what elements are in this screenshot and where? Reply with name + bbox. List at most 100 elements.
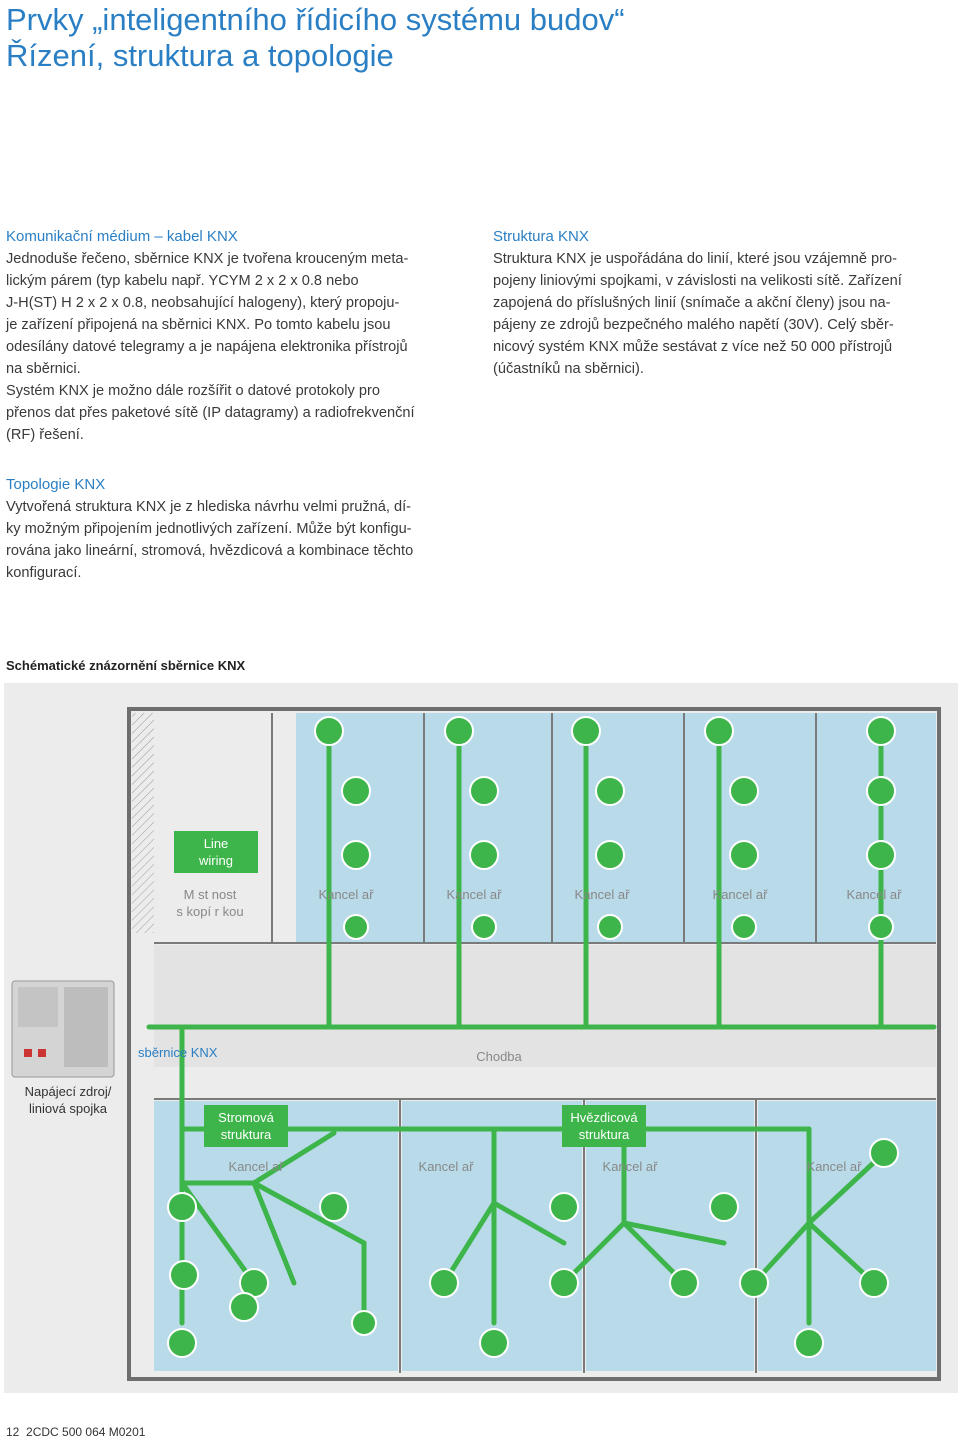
text-line: pájeny ze zdrojů bezpečného malého napět…: [493, 317, 894, 333]
light-bulb-icon: [341, 776, 371, 806]
tree-structure-label: Stromová: [218, 1110, 274, 1125]
knx-power-supply-device: [11, 980, 115, 1078]
text-line: přenos dat přes paketové sítě (IP datagr…: [6, 405, 415, 421]
text-line: na sběrnici.: [6, 361, 81, 377]
radiator-icon: [597, 914, 623, 940]
text-line: Jednoduše řečeno, sběrnice KNX je tvořen…: [6, 251, 409, 267]
room-office-upper-1: [296, 713, 424, 943]
fan-icon: [319, 1192, 349, 1222]
text-line: odesílány datové telegramy a je napájena…: [6, 339, 408, 355]
section-knx-structure: Struktura KNX Struktura KNX je uspořádán…: [493, 226, 955, 380]
building-walls: [127, 707, 941, 1381]
light-bulb-icon: [859, 1268, 889, 1298]
room-office-upper-5: [816, 713, 936, 943]
copy-room-label: M st nost: [184, 887, 237, 902]
light-bulb-icon: [469, 776, 499, 806]
fan-icon: [595, 840, 625, 870]
section-heading: Struktura KNX: [493, 228, 589, 245]
corridor-floor: [154, 945, 936, 1067]
fan-icon: [866, 840, 896, 870]
fan-icon: [167, 1192, 197, 1222]
section-knx-topology: Topologie KNX Vytvořená struktura KNX je…: [6, 474, 480, 584]
star-structure-label: Hvězdicová: [570, 1110, 638, 1125]
text-line: pojeny liniovými spojkami, v závislosti …: [493, 273, 902, 289]
office-label: Kancel ař: [603, 1159, 659, 1174]
power-supply-label: Napájecí zdroj/: [25, 1084, 112, 1099]
room-office-lower-4: [758, 1101, 936, 1371]
text-line: J-H(ST) H 2 x 2 x 0.8, neobsahující halo…: [6, 295, 400, 311]
text-line: Struktura KNX je uspořádána do linií, kt…: [493, 251, 897, 267]
page-footer: 12 2CDC 500 064 M0201: [6, 1425, 145, 1439]
blind-actuator-icon: [866, 716, 896, 746]
fan-icon: [739, 1268, 769, 1298]
knx-bus-label: sběrnice KNX: [138, 1045, 218, 1060]
blind-actuator-icon: [704, 716, 734, 746]
star-structure-label-box: [562, 1105, 646, 1147]
line-wiring-label: wiring: [198, 853, 233, 868]
blind-actuator-icon: [167, 1328, 197, 1358]
fan-icon: [549, 1268, 579, 1298]
office-label: Kancel ař: [575, 887, 631, 902]
fan-icon: [429, 1268, 459, 1298]
radiator-icon: [471, 914, 497, 940]
star-structure-label: struktura: [579, 1127, 630, 1142]
text-line: ky možným připojením jednotlivých zaříze…: [6, 521, 412, 537]
fan-icon: [549, 1192, 579, 1222]
room-office-upper-2: [424, 713, 552, 943]
tree-and-star-wiring: [179, 1024, 887, 1326]
fan-icon: [709, 1192, 739, 1222]
light-bulb-icon: [169, 1260, 199, 1290]
text-line: nicový systém KNX může sestávat z více n…: [493, 339, 893, 355]
text-line: rována jako lineární, stromová, hvězdico…: [6, 543, 414, 559]
text-line: Vytvořená struktura KNX je z hlediska ná…: [6, 499, 412, 515]
radiator-icon: [731, 914, 757, 940]
office-label: Kancel ař: [447, 887, 503, 902]
tree-structure-label: struktura: [221, 1127, 272, 1142]
office-label: Kancel ař: [229, 1159, 285, 1174]
text-line: Systém KNX je možno dále rozšířit o dato…: [6, 383, 380, 399]
line-wiring-label-box: [174, 831, 258, 873]
radiator-icon: [868, 914, 894, 940]
text-line: (RF) řešení.: [6, 427, 84, 443]
blind-actuator-icon: [444, 716, 474, 746]
radiator-icon: [351, 1310, 377, 1336]
light-bulb-icon: [869, 1138, 899, 1168]
page-number: 12: [6, 1425, 20, 1439]
office-label: Kancel ař: [713, 887, 769, 902]
section-heading: Topologie KNX: [6, 476, 106, 493]
blind-actuator-icon: [571, 716, 601, 746]
light-bulb-icon: [866, 776, 896, 806]
line-wiring-label: Line: [204, 836, 229, 851]
section-communication-medium: Komunikační médium – kabel KNX Jednoduše…: [6, 226, 480, 446]
copy-room-label: s kopí r kou: [176, 904, 243, 919]
fan-icon: [341, 840, 371, 870]
office-label: Kancel ař: [319, 887, 375, 902]
light-bulb-icon: [595, 776, 625, 806]
page-title: Prvky „inteligentního řídicího systému b…: [6, 2, 625, 37]
corridor-label: Chodba: [476, 1049, 522, 1064]
office-label: Kancel ař: [807, 1159, 863, 1174]
room-office-upper-4: [684, 713, 816, 943]
device-icons: [167, 716, 899, 1358]
light-bulb-icon: [229, 1292, 259, 1322]
blind-actuator-icon: [794, 1328, 824, 1358]
figure-caption: Schématické znázornění sběrnice KNX: [6, 658, 246, 673]
room-office-upper-3: [552, 713, 684, 943]
fan-icon: [729, 840, 759, 870]
text-line: konfigurací.: [6, 565, 82, 581]
tree-structure-label-box: [204, 1105, 288, 1147]
office-label: Kancel ař: [419, 1159, 475, 1174]
upper-partition-walls: [154, 713, 936, 944]
text-line: zapojená do příslušných linií (snímače a…: [493, 295, 891, 311]
document-code: 2CDC 500 064 M0201: [26, 1425, 146, 1439]
line-wiring: [146, 720, 937, 1030]
blind-actuator-icon: [479, 1328, 509, 1358]
office-label: Kancel ař: [847, 887, 903, 902]
text-line: (účastníků na sběrnici).: [493, 361, 644, 377]
wall-hatch: [132, 713, 154, 933]
fan-icon: [469, 840, 499, 870]
text-line: lickým párem (typ kabelu např. YCYM 2 x …: [6, 273, 359, 289]
section-heading: Komunikační médium – kabel KNX: [6, 228, 238, 245]
blind-actuator-icon: [314, 716, 344, 746]
radiator-icon: [343, 914, 369, 940]
